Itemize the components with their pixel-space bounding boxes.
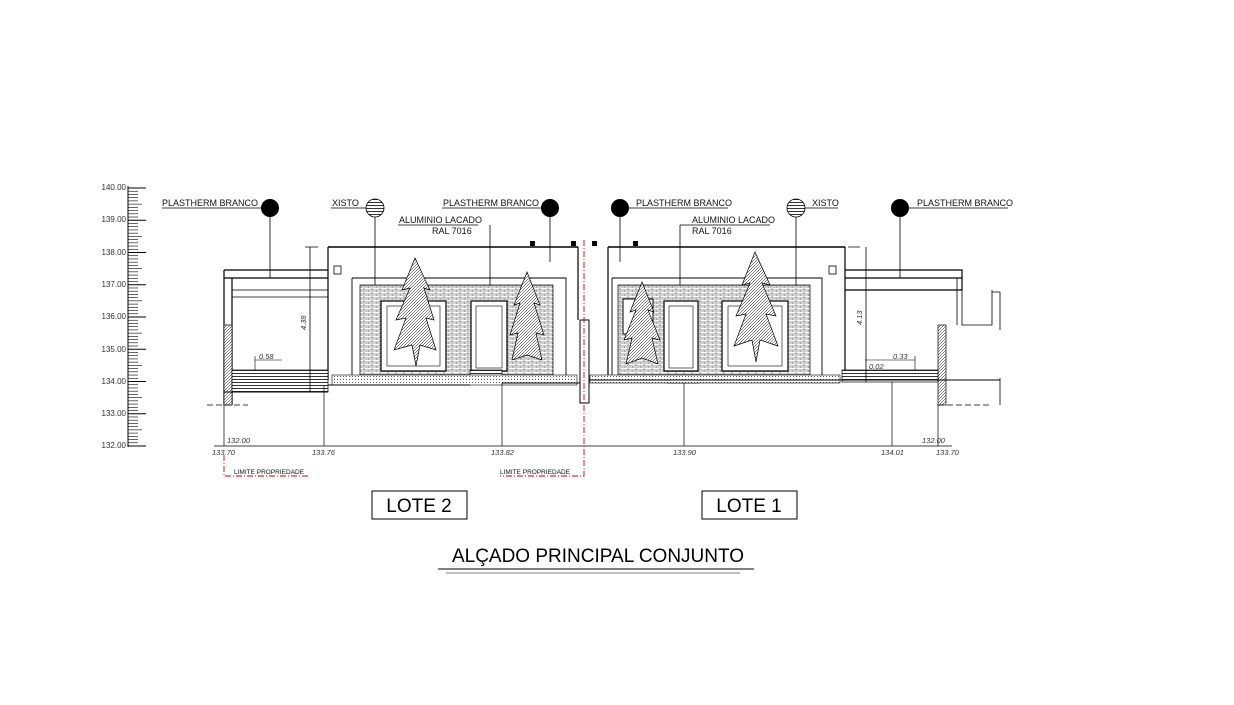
ground-level: 134.01 — [881, 448, 904, 457]
lote-1-label: LOTE 1 — [716, 496, 781, 517]
height-dimension: 4.13 — [855, 310, 864, 325]
material-label: XISTO — [332, 198, 359, 208]
material-symbol-solid — [541, 199, 559, 217]
ground-level: 133.70 — [212, 448, 236, 457]
ground-level: 133.76 — [312, 448, 336, 457]
step-dimension: 0.33 — [893, 352, 908, 361]
ground-level: 132.00 — [227, 436, 251, 445]
elevation-scale: 140.00 139.00 138.00 137.00 136.00 135.0… — [102, 183, 146, 450]
material-symbol-hatched — [365, 198, 385, 218]
material-label: RAL 7016 — [692, 226, 732, 236]
lot-labels: LOTE 2 LOTE 1 — [371, 490, 798, 520]
ground-level: 133.90 — [673, 448, 697, 457]
step-dimension: 0.02 — [869, 362, 884, 371]
property-limit-label: LIMITE PROPRIEDADE — [234, 469, 305, 476]
material-symbol-solid — [891, 199, 909, 217]
ground-level: 133.70 — [936, 448, 960, 457]
material-symbol-hatched — [786, 198, 806, 218]
material-label: PLASTHERM BRANCO — [162, 198, 258, 208]
scale-label: 132.00 — [102, 441, 127, 450]
material-symbol-solid — [611, 199, 629, 217]
material-label: PLASTHERM BRANCO — [443, 198, 539, 208]
material-callouts: PLASTHERM BRANCO XISTO PLASTHERM BRANCO … — [162, 198, 1013, 300]
scale-label: 140.00 — [102, 183, 127, 192]
lote-2-box — [371, 490, 468, 520]
lote-2-label: LOTE 2 — [386, 496, 451, 517]
ground-level: 132.00 — [922, 436, 946, 445]
ground-levels: 132.00 132.00 133.70 133.76 133.82 133.9… — [212, 382, 960, 457]
scale-label: 139.00 — [102, 215, 127, 224]
scale-label: 137.00 — [102, 280, 127, 289]
material-label: RAL 7016 — [432, 226, 472, 236]
building-elevation: 4.38 4.13 0.58 0.33 0.02 — [207, 241, 1001, 406]
material-label: PLASTHERM BRANCO — [636, 198, 732, 208]
tree — [393, 251, 779, 367]
material-label: PLASTHERM BRANCO — [917, 198, 1013, 208]
step-dimension: 0.58 — [259, 352, 274, 361]
material-symbol-solid — [261, 199, 279, 217]
ground-level: 133.82 — [491, 448, 515, 457]
scale-label: 133.00 — [102, 409, 127, 418]
material-label: XISTO — [812, 198, 839, 208]
height-dimension: 4.38 — [299, 315, 308, 330]
page-title: ALÇADO PRINCIPAL CONJUNTO — [452, 546, 744, 567]
scale-label: 135.00 — [102, 345, 127, 354]
drawing-title: ALÇADO PRINCIPAL CONJUNTO — [438, 546, 754, 574]
material-label: ALUMINIO LACADO — [399, 215, 482, 225]
lote-1-box — [701, 490, 798, 520]
scale-ticks — [128, 187, 146, 447]
property-limit-label: LIMITE PROPRIEDADE — [500, 469, 571, 476]
scale-label: 136.00 — [102, 312, 127, 321]
material-label: ALUMINIO LACADO — [692, 215, 775, 225]
scale-label: 138.00 — [102, 248, 127, 257]
scale-label: 134.00 — [102, 377, 127, 386]
property-limits: LIMITE PROPRIEDADE LIMITE PROPRIEDADE — [223, 240, 585, 477]
